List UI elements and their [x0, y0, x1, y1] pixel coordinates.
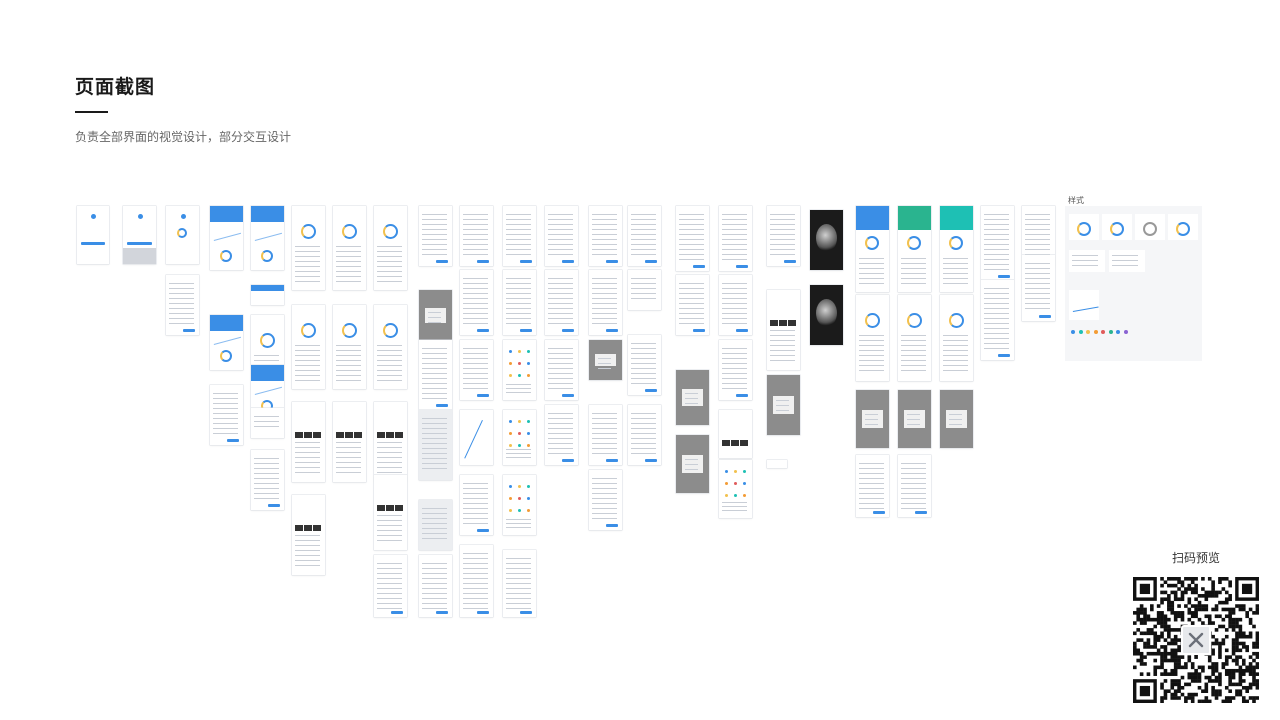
app-screen-thumbnail	[628, 405, 661, 465]
app-screen-thumbnail	[251, 315, 284, 370]
app-screen-thumbnail	[333, 305, 366, 389]
app-screen-thumbnail	[419, 290, 452, 340]
app-screen-thumbnail	[676, 370, 709, 425]
app-screen-thumbnail	[419, 410, 452, 480]
app-screen-thumbnail	[589, 206, 622, 266]
app-screen-thumbnail	[251, 285, 284, 305]
app-screen-thumbnail	[589, 340, 622, 380]
app-screen-thumbnail	[419, 500, 452, 550]
app-screen-thumbnail	[676, 275, 709, 335]
app-screen-thumbnail	[856, 295, 889, 381]
app-screen-thumbnail	[628, 206, 661, 266]
app-screen-thumbnail	[123, 206, 156, 264]
app-screen-thumbnail	[940, 206, 973, 292]
app-screen-thumbnail	[810, 210, 843, 270]
app-screen-thumbnail	[676, 206, 709, 271]
app-screen-thumbnail	[419, 206, 452, 266]
app-screen-thumbnail	[719, 275, 752, 335]
app-screen-thumbnail	[856, 455, 889, 517]
app-screen-thumbnail	[628, 335, 661, 395]
app-screen-thumbnail	[292, 305, 325, 389]
app-screen-thumbnail	[898, 206, 931, 292]
app-screen-thumbnail	[77, 206, 109, 264]
app-screen-thumbnail	[545, 206, 578, 266]
app-screen-thumbnail	[767, 375, 800, 435]
app-screen-thumbnail	[719, 206, 752, 271]
app-screen-thumbnail	[333, 206, 366, 290]
styles-label: 样式	[1068, 196, 1084, 205]
app-screen-thumbnail	[210, 385, 243, 445]
app-screen-thumbnail	[981, 280, 1014, 360]
app-screen-thumbnail	[503, 475, 536, 535]
app-screen-thumbnail	[374, 555, 407, 617]
app-screen-thumbnail	[767, 206, 800, 266]
tools-logo-icon	[1181, 625, 1211, 655]
app-screen-thumbnail	[460, 340, 493, 400]
app-screen-thumbnail	[460, 545, 493, 617]
app-screen-thumbnail	[1022, 255, 1055, 321]
qr-label: 扫码预览	[1172, 551, 1221, 565]
app-screen-thumbnail	[545, 340, 578, 400]
app-screen-thumbnail	[374, 402, 407, 482]
app-screen-thumbnail	[460, 475, 493, 535]
app-screen-thumbnail	[898, 295, 931, 381]
app-screen-thumbnail	[981, 206, 1014, 281]
app-screen-thumbnail	[374, 206, 407, 290]
app-screen-thumbnail	[166, 206, 199, 264]
app-screen-thumbnail	[589, 270, 622, 335]
app-screen-thumbnail	[210, 206, 243, 270]
app-screen-thumbnail	[898, 390, 931, 448]
qr-code	[1133, 577, 1259, 703]
app-screen-thumbnail	[719, 340, 752, 400]
app-screen-thumbnail	[719, 460, 752, 518]
app-screen-thumbnail	[333, 402, 366, 482]
app-screen-thumbnail	[503, 550, 536, 617]
app-screen-thumbnail	[589, 405, 622, 465]
app-screen-thumbnail	[545, 270, 578, 335]
app-screen-thumbnail	[856, 390, 889, 448]
app-screen-thumbnail	[940, 390, 973, 448]
app-screen-thumbnail	[166, 275, 199, 335]
app-screen-thumbnail	[1065, 206, 1202, 361]
app-screen-thumbnail	[503, 270, 536, 335]
app-screen-thumbnail	[210, 315, 243, 370]
app-screen-thumbnail	[251, 408, 284, 438]
app-screen-thumbnail	[292, 206, 325, 290]
app-screen-thumbnail	[503, 410, 536, 465]
app-screen-thumbnail	[898, 455, 931, 517]
app-screen-thumbnail	[589, 470, 622, 530]
app-screen-thumbnail	[292, 402, 325, 482]
page-subtitle: 负责全部界面的视觉设计，部分交互设计	[75, 130, 292, 144]
app-screen-thumbnail	[503, 340, 536, 400]
app-screen-thumbnail	[460, 410, 493, 465]
app-screen-thumbnail	[767, 290, 800, 370]
app-screen-thumbnail	[628, 270, 661, 310]
app-screen-thumbnail	[545, 405, 578, 465]
title-underline	[75, 111, 108, 113]
app-screen-thumbnail	[460, 206, 493, 266]
app-screen-thumbnail	[292, 495, 325, 575]
app-screen-thumbnail	[251, 206, 284, 270]
app-screen-thumbnail	[810, 285, 843, 345]
app-screen-thumbnail	[503, 206, 536, 266]
app-screen-thumbnail	[374, 475, 407, 550]
app-screen-thumbnail	[719, 410, 752, 458]
app-screen-thumbnail	[940, 295, 973, 381]
app-screen-thumbnail	[419, 555, 452, 617]
app-screen-thumbnail	[374, 305, 407, 389]
app-screen-thumbnail	[419, 340, 452, 410]
page-title: 页面截图	[75, 76, 156, 98]
app-screen-thumbnail	[251, 450, 284, 510]
app-screen-thumbnail	[856, 206, 889, 292]
app-screen-thumbnail	[676, 435, 709, 493]
app-screen-thumbnail	[460, 270, 493, 335]
app-screen-thumbnail	[767, 460, 787, 468]
